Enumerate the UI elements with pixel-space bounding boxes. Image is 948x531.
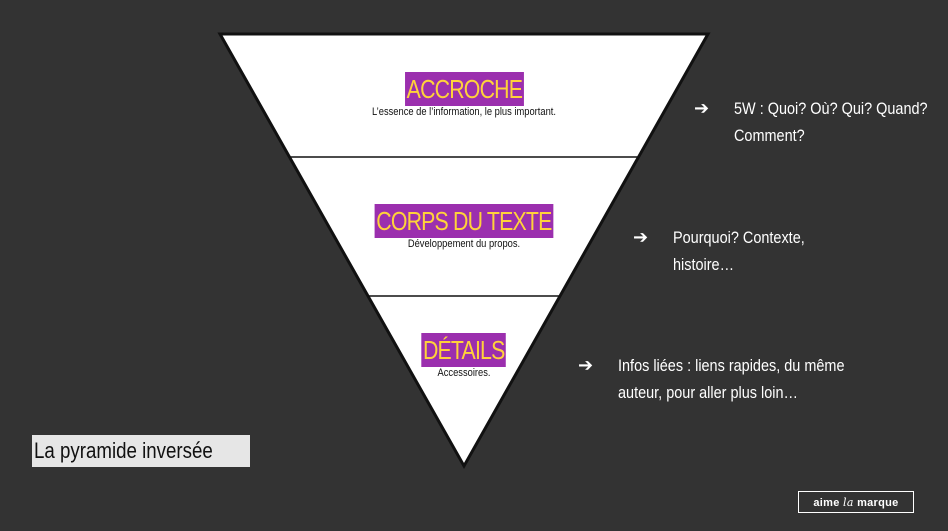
- slide-title: La pyramide inversée: [32, 435, 251, 467]
- note-line: Pourquoi? Contexte,: [673, 228, 805, 247]
- tier-accroche: ACCROCHE L’essence de l’information, le …: [304, 72, 624, 119]
- tier-heading: DÉTAILS: [421, 333, 507, 367]
- note-accroche: ➔ 5W : Quoi? Où? Qui? Quand? Comment?: [694, 95, 948, 149]
- tier-subtitle: L’essence de l’information, le plus impo…: [372, 106, 556, 118]
- logo-text-middle: la: [843, 496, 854, 509]
- note-line: histoire…: [673, 255, 735, 274]
- brand-logo: aime la marque: [798, 491, 914, 513]
- tier-subtitle: Développement du propos.: [407, 238, 521, 250]
- note-corps: ➔ Pourquoi? Contexte, histoire…: [633, 224, 828, 278]
- note-line: Infos liées : liens rapides, du même: [618, 356, 845, 375]
- logo-text-after: marque: [857, 497, 899, 509]
- note-text: Infos liées : liens rapides, du même aut…: [618, 352, 844, 406]
- tier-details: DÉTAILS Accessoires.: [364, 333, 564, 380]
- note-line: Comment?: [734, 126, 805, 145]
- arrow-right-icon: ➔: [694, 98, 710, 119]
- arrow-right-icon: ➔: [633, 227, 649, 248]
- tier-corps-du-texte: CORPS DU TEXTE Développement du propos.: [304, 204, 624, 251]
- note-line: 5W : Quoi? Où? Qui? Quand?: [734, 99, 928, 118]
- tier-heading: ACCROCHE: [404, 72, 524, 106]
- slide-title-text: La pyramide inversée: [34, 438, 213, 463]
- logo-text-before: aime: [813, 497, 840, 509]
- tier-subtitle: Accessoires.: [437, 367, 491, 379]
- pyramid-triangle: [217, 32, 711, 470]
- note-line: auteur, pour aller plus loin…: [618, 383, 798, 402]
- tier-heading: CORPS DU TEXTE: [374, 204, 554, 238]
- arrow-right-icon: ➔: [578, 355, 594, 376]
- note-details: ➔ Infos liées : liens rapides, du même a…: [578, 352, 884, 406]
- note-text: Pourquoi? Contexte, histoire…: [673, 224, 805, 278]
- note-text: 5W : Quoi? Où? Qui? Quand? Comment?: [734, 95, 928, 149]
